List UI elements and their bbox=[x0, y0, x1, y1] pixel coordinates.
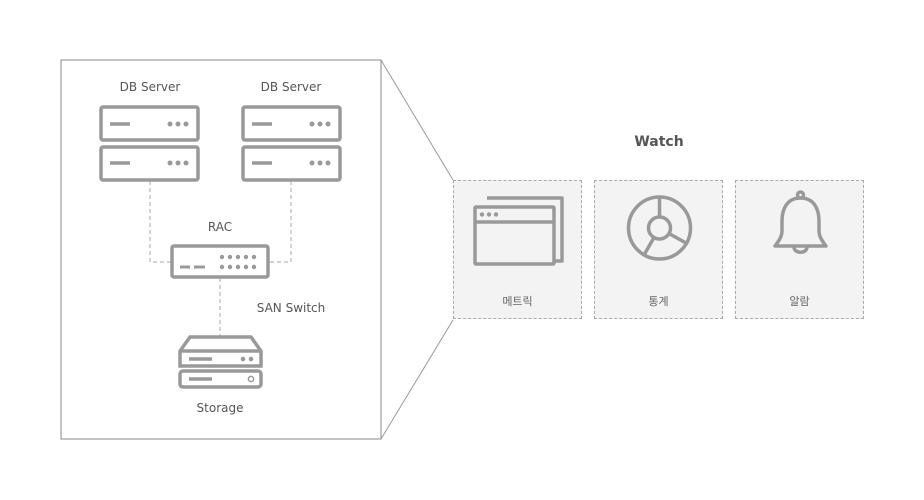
storage-indicator bbox=[247, 375, 255, 383]
metric-panel[interactable]: 메트릭 bbox=[453, 180, 582, 319]
db-server-right-icon bbox=[241, 105, 342, 182]
rac-label: RAC bbox=[207, 220, 233, 234]
metric-label: 메트릭 bbox=[502, 295, 533, 308]
san-switch-label: SAN Switch bbox=[256, 301, 326, 315]
alarm-label: 알람 bbox=[789, 295, 810, 308]
db-server-left-leds bbox=[167, 121, 189, 166]
donut-chart-icon bbox=[626, 195, 693, 261]
zoom-line-top bbox=[380, 59, 454, 181]
statistics-panel[interactable]: 통계 bbox=[594, 180, 723, 319]
db-server-right-label: DB Server bbox=[260, 80, 322, 94]
statistics-label: 통계 bbox=[648, 295, 669, 308]
rac-switch-icon bbox=[170, 244, 270, 279]
watch-title: Watch bbox=[634, 134, 684, 150]
bell-icon bbox=[773, 190, 828, 254]
connection-lines bbox=[149, 181, 292, 338]
windows-icon bbox=[473, 196, 564, 266]
connector-left-server-to-rac bbox=[149, 181, 172, 263]
zoom-line-bottom bbox=[380, 319, 454, 440]
alarm-panel[interactable]: 알람 bbox=[735, 180, 864, 319]
db-server-right-leds bbox=[309, 121, 331, 166]
storage-leds bbox=[240, 356, 254, 362]
db-server-left-icon bbox=[99, 105, 200, 182]
architecture-frame bbox=[60, 59, 382, 440]
storage-icon bbox=[178, 335, 263, 389]
db-server-left-label: DB Server bbox=[119, 80, 181, 94]
connector-right-server-to-rac bbox=[268, 181, 292, 263]
storage-label: Storage bbox=[196, 401, 244, 415]
